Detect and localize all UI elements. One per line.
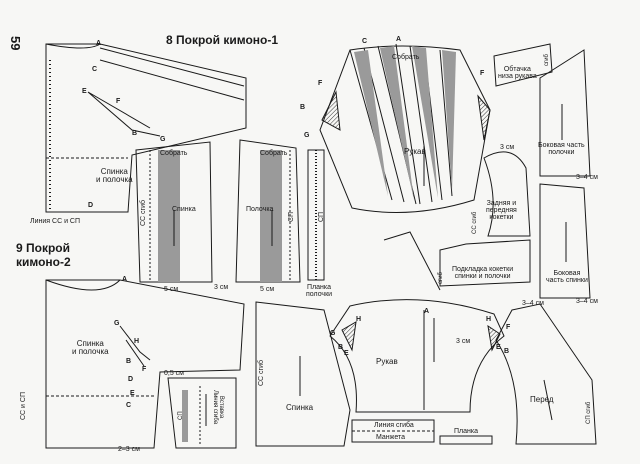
label-sp-insert: СП [178, 411, 184, 420]
label-2-3cm: 2–3 см [118, 446, 140, 453]
label-sp-fold-9: СП сгиб [586, 401, 592, 424]
label-gather-front: Собрать [260, 150, 288, 157]
point-a-sleeve: A [396, 36, 402, 43]
placket-9 [439, 435, 493, 445]
point-c-sleeve: C [362, 38, 368, 45]
label-back: Спинка [172, 206, 196, 213]
point-f-9: F [142, 366, 147, 373]
point-f-s9r: F [506, 324, 511, 331]
sleeve-facing [493, 43, 553, 87]
label-yoke-lining: Подкладка кокетки спинки и полочки [452, 266, 514, 280]
label-front-9: Перед [530, 395, 554, 404]
point-g: G [160, 136, 166, 143]
label-cc-fold-8: СС сгиб [140, 199, 147, 226]
sleeve-8 [319, 45, 491, 213]
label-3-4cm-b: 3–4 см [522, 300, 544, 307]
point-h-s9: H [356, 316, 362, 323]
block8-shoulder-line [99, 47, 245, 101]
point-b-9: B [126, 358, 132, 365]
point-e-s9r: E [496, 344, 501, 351]
point-e-9: E [130, 390, 135, 397]
block8-outline [45, 43, 247, 213]
point-f-sleeve-r: F [480, 70, 485, 77]
point-g-sleeve: G [304, 132, 310, 139]
point-h-s9r: H [486, 316, 492, 323]
label-sleeve-8: Рукав [404, 147, 426, 156]
label-yoke: Задняя и передняя кокетки [486, 200, 517, 221]
section-9-title-line1: 9 Покрой [16, 241, 71, 255]
point-a-s9: A [424, 308, 430, 315]
yoke-lining [439, 239, 531, 287]
point-a: A [96, 40, 102, 47]
label-insert-fold: Вставка Линия сгиба [212, 390, 224, 425]
label-sleeve-9: Рукав [376, 357, 398, 366]
label-3cm-back: 3 см [214, 284, 229, 291]
label-3-4cm-a: 3–4 см [576, 174, 598, 181]
label-cuff: Манжета [376, 434, 406, 441]
label-back-front: Спинка и полочка [96, 167, 133, 184]
label-placket: Планка полочки [306, 284, 333, 298]
label-cc-fold-yoke: СС сгиб [472, 211, 478, 234]
block9-outline [45, 279, 245, 449]
section-8-title: 8 Покрой кимоно-1 [166, 33, 279, 47]
label-gather-sleeve: Собрать [392, 54, 420, 61]
label-sleeve-facing: Обтачка низа рукава [498, 66, 537, 80]
label-back-9: Спинка [286, 403, 314, 412]
point-g-s9: G [330, 330, 336, 337]
label-placket-9: Планка [454, 428, 478, 435]
point-a-9: A [122, 276, 128, 283]
label-cc-fold-back9: СС сгиб [258, 359, 265, 386]
point-b: B [132, 130, 138, 137]
label-3-4cm-c: 3–4 см [576, 298, 598, 305]
point-b-s9: B [338, 344, 344, 351]
back-9 [255, 301, 351, 447]
page-number: 59 [8, 36, 23, 51]
label-3cm-sleeve: 3 см [500, 144, 515, 151]
label-5cm-front: 5 см [260, 286, 275, 293]
label-back-front-9: Спинка и полочка [72, 339, 109, 356]
sleeve-9 [329, 299, 505, 413]
label-5cm-back: 5 см [164, 286, 179, 293]
point-e: E [82, 88, 87, 95]
front-piece-8 [235, 139, 301, 283]
yoke [483, 151, 531, 237]
label-front-half: Полочка [246, 206, 274, 213]
label-sp-placket: СП [318, 211, 325, 222]
label-fold-line: Линия сгиба [374, 422, 414, 429]
side-front [539, 49, 591, 177]
point-c: C [92, 66, 98, 73]
label-fold-facing: сгиб [544, 54, 550, 66]
front-9 [495, 303, 597, 445]
label-3cm-9: 3 см [456, 338, 471, 345]
section-9-title-line2: кимоно-2 [16, 255, 71, 269]
point-f: F [116, 98, 121, 105]
point-d: D [88, 202, 94, 209]
block8-neck [45, 43, 101, 49]
point-f-sleeve: F [318, 80, 323, 87]
label-fold-lining: сгиб [438, 272, 444, 284]
point-h-9: H [134, 338, 140, 345]
label-cc-sp-9: СС и СП [20, 392, 27, 420]
block8-underarm [87, 91, 161, 137]
point-b-s9r: B [504, 348, 510, 355]
point-b-sleeve: B [300, 104, 306, 111]
label-sp-8: СП [288, 211, 295, 222]
label-half-cm: 0,5 см [164, 370, 184, 377]
side-back [539, 183, 591, 299]
point-g-9: G [114, 320, 120, 327]
label-side-front: Боковая часть полочки [538, 142, 585, 156]
label-line-cc-sp: Линия СС и СП [30, 218, 81, 225]
label-gather-back: Собрать [160, 150, 188, 157]
back-piece-8 [135, 141, 213, 283]
insert-9 [167, 377, 237, 449]
point-e-s9: E [344, 350, 349, 357]
point-c-9: C [126, 402, 132, 409]
label-side-back: Боковая часть спинки [546, 270, 588, 284]
point-d-9: D [128, 376, 134, 383]
